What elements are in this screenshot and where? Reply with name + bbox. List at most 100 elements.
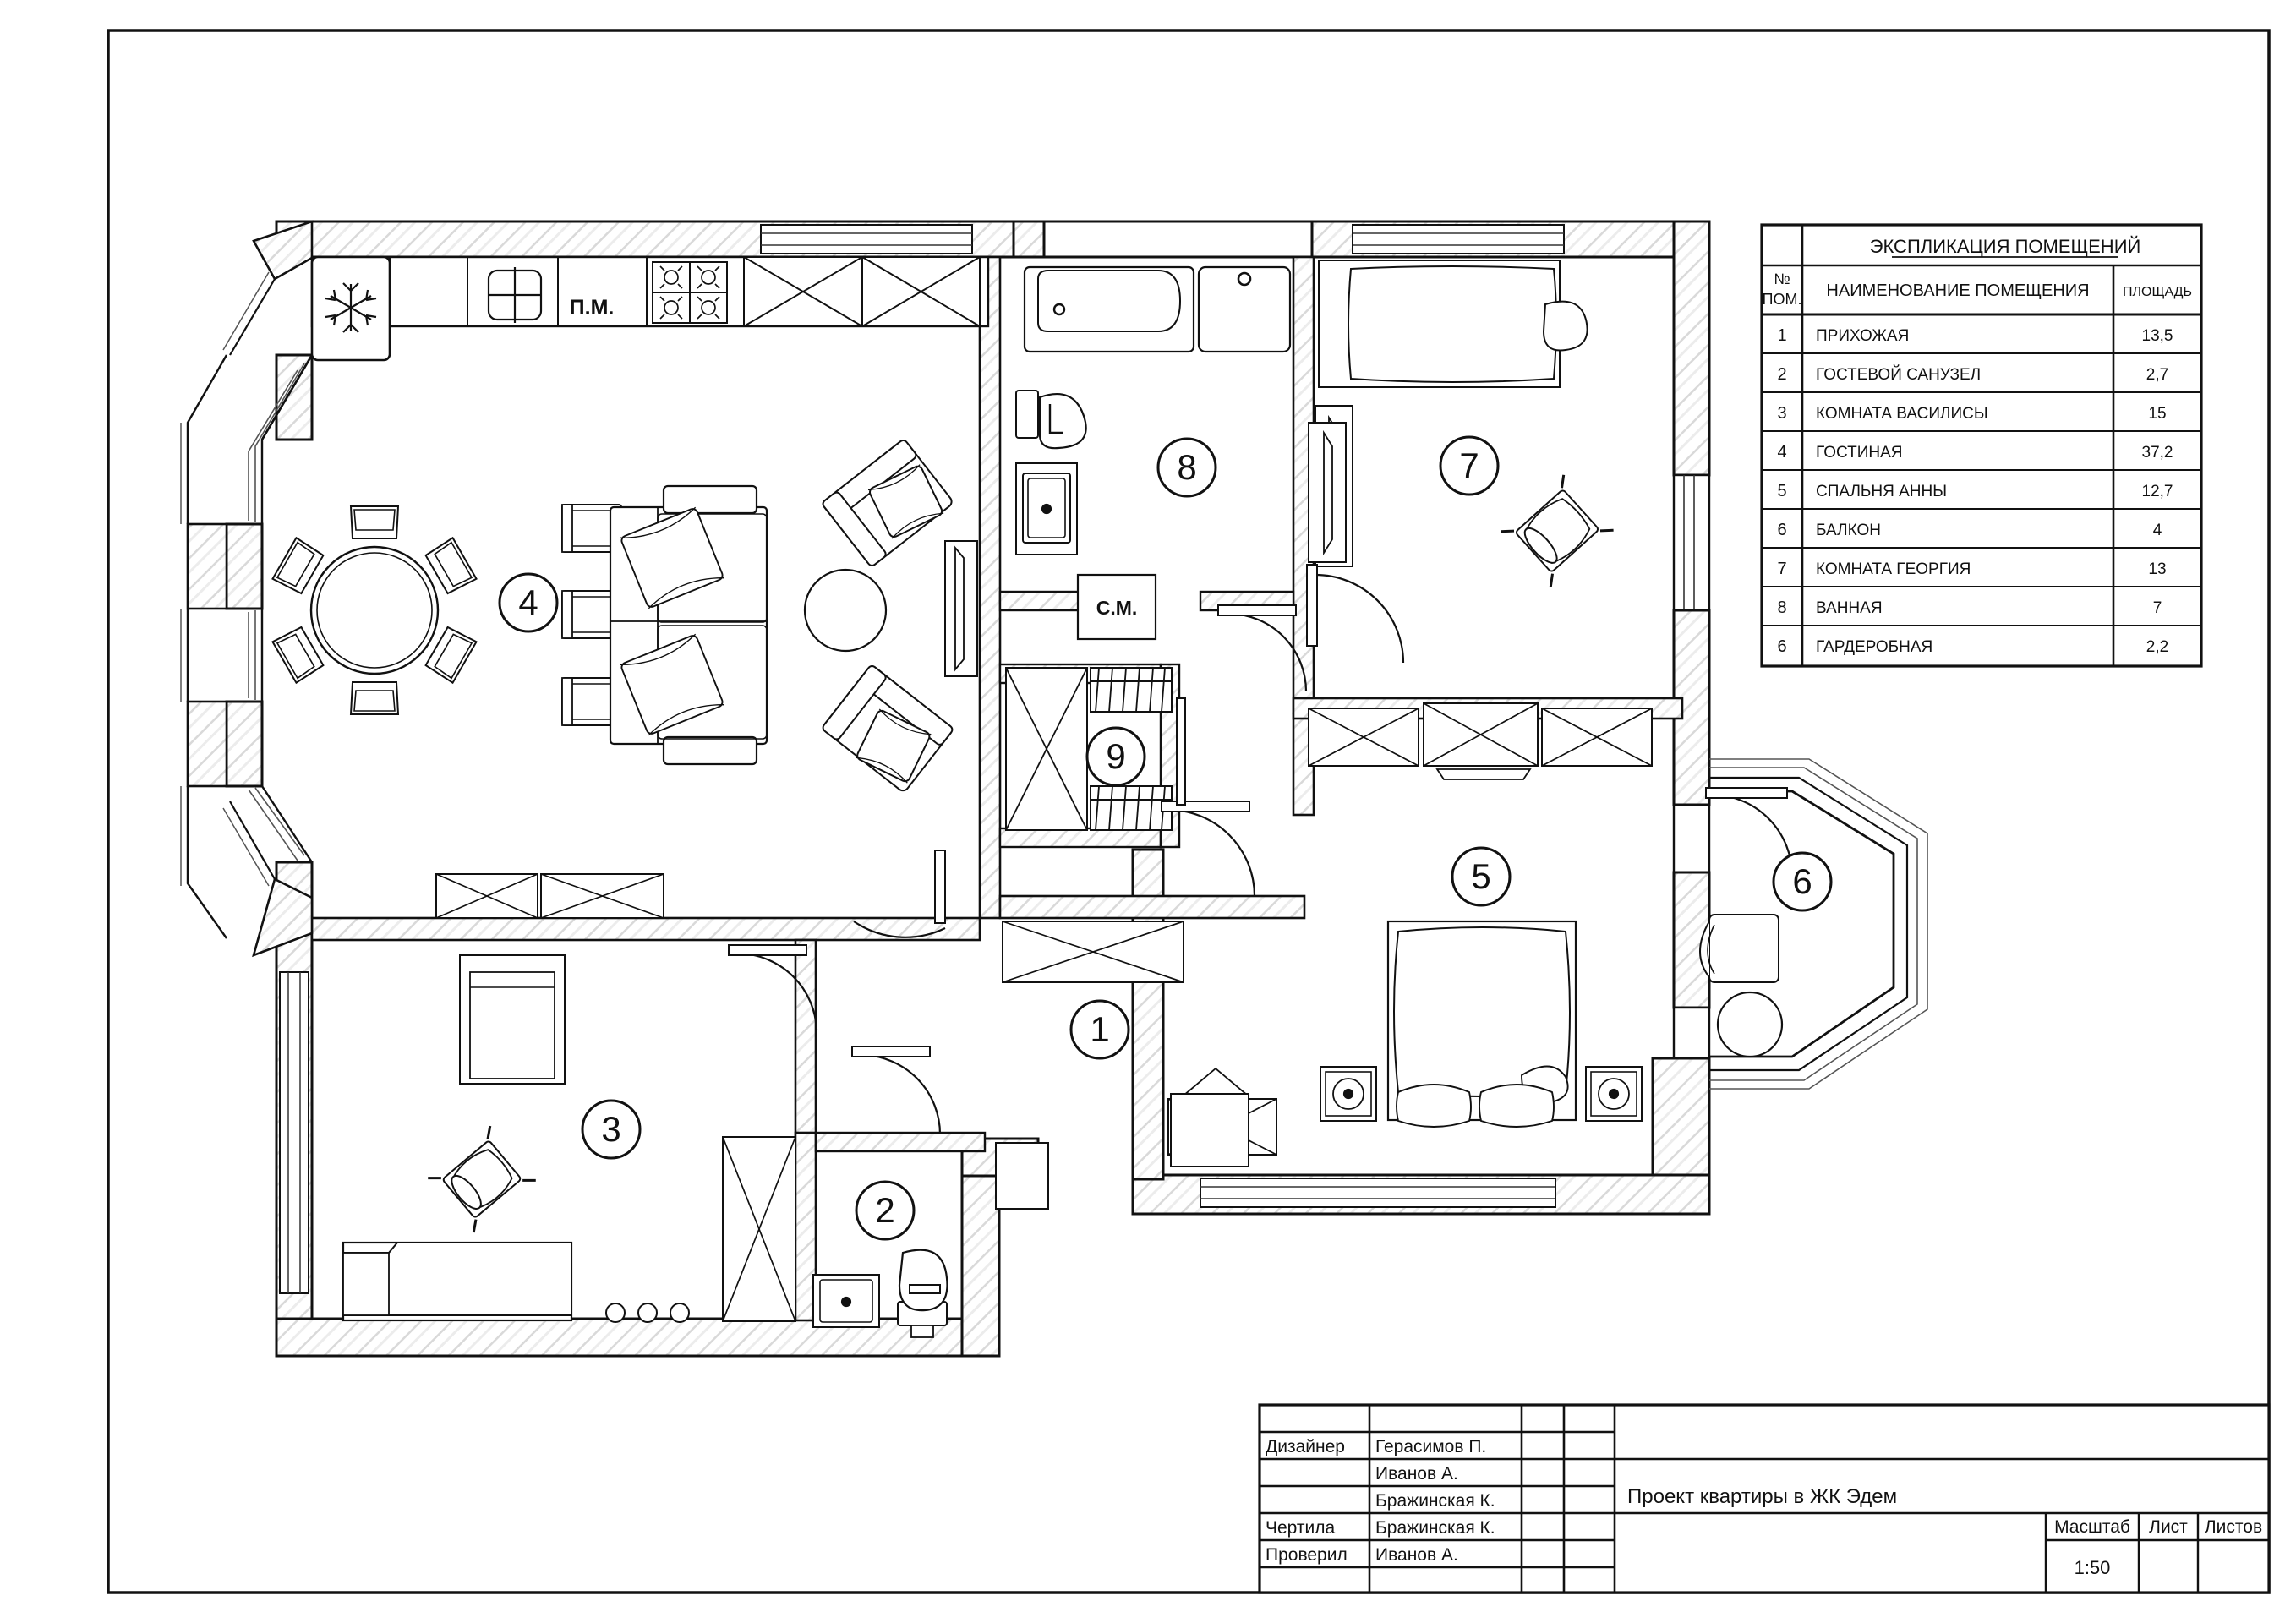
sheets-label: Листов <box>2205 1517 2262 1537</box>
armchair-lower <box>822 665 954 792</box>
room-number-markers: 1 2 3 4 5 6 7 <box>498 435 1833 1241</box>
room-marker-label: 5 <box>1471 856 1490 896</box>
room3-furniture <box>342 873 796 1323</box>
room-marker: 9 <box>1085 726 1146 787</box>
explication-cell-num: 1 <box>1777 326 1786 345</box>
explication-col-num-line2: ПОМ. <box>1763 291 1802 308</box>
room-marker: 3 <box>581 1099 642 1160</box>
scale-label: Масштаб <box>2054 1517 2130 1537</box>
shower <box>1197 265 1292 353</box>
explication-cell-num: 7 <box>1777 560 1786 578</box>
explication-table: ЭКСПЛИКАЦИЯ ПОМЕЩЕНИЙ № ПОМ. НАИМЕНОВАНИ… <box>1760 223 2203 668</box>
sofa <box>609 484 768 766</box>
bay-window <box>180 220 314 958</box>
explication-rows: 1 ПРИХОЖАЯ 13,5 2 ГОСТЕВОЙ САНУЗЕЛ 2,7 3… <box>1762 326 2201 656</box>
kitchen-counter <box>310 255 990 362</box>
desk-room3 <box>459 954 566 1085</box>
dining-set <box>271 505 478 715</box>
window-room5-bottom <box>1200 1178 1556 1208</box>
tv-room7 <box>1308 422 1347 563</box>
title-block-role: Чертила <box>1266 1518 1335 1538</box>
sink-room8 <box>1015 462 1078 555</box>
room5-furniture <box>1167 702 1653 1156</box>
explication-col-name: НАИМЕНОВАНИЕ ПОМЕЩЕНИЯ <box>1826 281 2089 300</box>
door-living-room <box>853 850 946 938</box>
room5-wardrobes <box>1308 702 1653 780</box>
title-block-name: Бражинская К. <box>1375 1518 1495 1538</box>
window-top-kitchen <box>760 224 973 254</box>
title-block-name: Бражинская К. <box>1375 1491 1495 1511</box>
balcony-table <box>1716 991 1784 1058</box>
balcony-furniture <box>1699 914 1784 1058</box>
explication-cell-num: 6 <box>1777 637 1786 656</box>
dining-chair <box>271 505 478 715</box>
bed-room3 <box>342 1241 573 1322</box>
decor-circles-room3 <box>605 1303 690 1323</box>
wardrobe-room3 <box>722 1136 796 1322</box>
room-marker: 8 <box>1156 437 1217 498</box>
explication-cell-area: 2,7 <box>2146 366 2168 384</box>
explication-cell-name: КОМНАТА ГЕОРГИЯ <box>1816 560 1971 578</box>
scale-value: 1:50 <box>2075 1557 2111 1578</box>
room-marker-label: 9 <box>1106 736 1125 776</box>
room-marker-label: 4 <box>518 582 538 622</box>
project-title: Проект квартиры в ЖК Эдем <box>1627 1485 1897 1508</box>
explication-cell-name: ПРИХОЖАЯ <box>1816 327 1909 345</box>
explication-col-area: ПЛОЩАДЬ <box>2123 285 2192 299</box>
explication-cell-name: ГОСТИНАЯ <box>1816 444 1902 462</box>
desk-chair-room7 <box>1501 474 1614 587</box>
balcony-armchair <box>1699 914 1779 983</box>
explication-cell-area: 37,2 <box>2142 444 2173 462</box>
explication-cell-name: СПАЛЬНЯ АННЫ <box>1816 483 1947 500</box>
cooktop-icon <box>652 261 728 324</box>
washing-machine-label: С.М. <box>1096 597 1138 619</box>
door-bathroom8 <box>1217 604 1308 692</box>
room-marker-label: 6 <box>1792 861 1812 901</box>
room-marker-label: 8 <box>1177 447 1196 487</box>
room-marker-label: 2 <box>875 1190 894 1230</box>
explication-cell-area: 15 <box>2148 405 2166 423</box>
room-marker: 6 <box>1772 851 1833 912</box>
explication-cell-area: 2,2 <box>2146 638 2168 656</box>
bathroom-fixtures <box>1015 265 1353 641</box>
coffee-table <box>803 568 888 653</box>
sheet-frame <box>107 29 2271 1594</box>
kitchen-sink-icon <box>487 267 543 323</box>
explication-cell-name: ВАННАЯ <box>1816 599 1883 617</box>
nightstand-left <box>1320 1066 1377 1122</box>
title-block: Дизайнер Герасимов П. Иванов А. Бражинск… <box>1258 1403 2271 1594</box>
sheet-label: Лист <box>2149 1517 2188 1537</box>
explication-cell-area: 13,5 <box>2142 327 2173 345</box>
double-bed-room5 <box>1386 920 1577 1128</box>
tv-living-room <box>944 540 978 677</box>
room-marker-label: 7 <box>1459 445 1479 485</box>
washing-machine <box>1076 573 1157 641</box>
dishwasher-label: П.М. <box>570 296 615 320</box>
sink-room2 <box>812 1274 880 1328</box>
explication-cell-num: 8 <box>1777 598 1786 617</box>
title-block-name: Иванов А. <box>1375 1545 1458 1565</box>
window-room3-left <box>279 971 309 1294</box>
door-swings <box>728 564 1794 1135</box>
room-marker: 4 <box>498 572 559 633</box>
accent-chairs <box>561 504 622 726</box>
room2-fixtures <box>812 1142 1049 1338</box>
door-room2 <box>851 1046 942 1135</box>
explication-cell-name: БАЛКОН <box>1816 522 1881 539</box>
title-block-name: Иванов А. <box>1375 1464 1458 1484</box>
explication-cell-area: 12,7 <box>2142 483 2173 500</box>
windows <box>279 224 1565 1294</box>
toilet-room2 <box>897 1249 948 1338</box>
title-block-role: Дизайнер <box>1266 1437 1345 1456</box>
room3-upper-cabinets <box>435 873 664 919</box>
explication-cell-num: 2 <box>1777 365 1786 384</box>
desk-chair-room3 <box>428 1125 536 1233</box>
door-wardrobe9 <box>1176 697 1186 806</box>
kitchen-upper-cabinets <box>743 256 981 327</box>
room-marker-label: 3 <box>601 1109 620 1149</box>
toilet-room8 <box>1015 390 1087 450</box>
door-room7 <box>1306 564 1405 664</box>
living-room-furniture <box>271 440 978 792</box>
bathtub <box>1023 265 1195 353</box>
